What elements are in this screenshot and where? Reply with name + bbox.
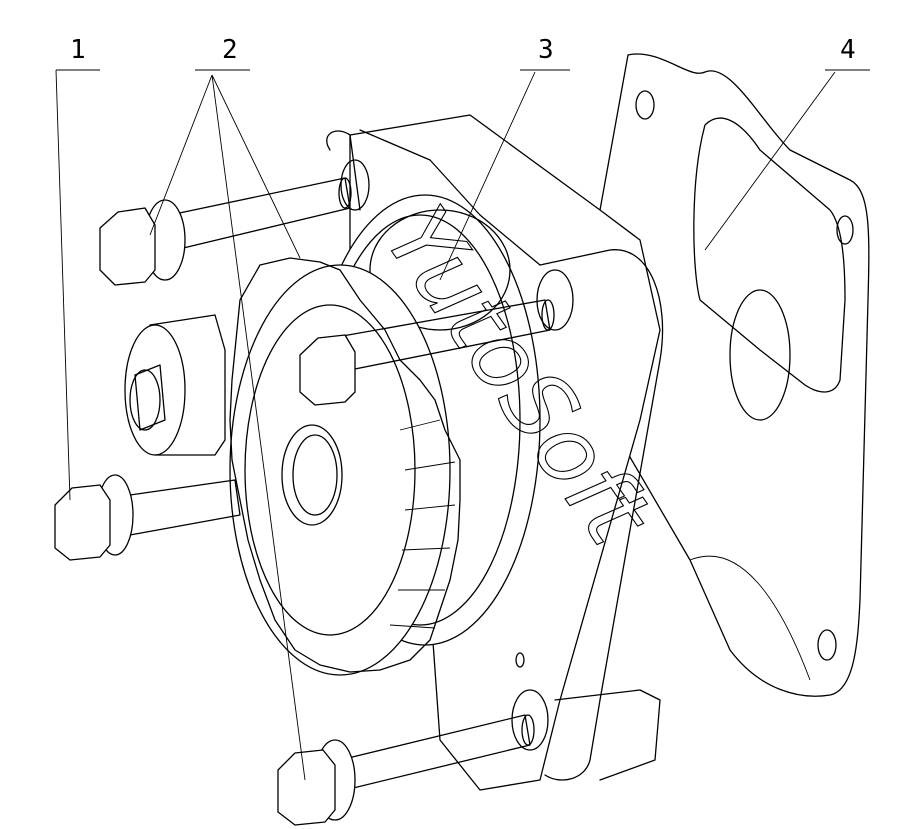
drive-gear [229, 257, 461, 676]
leader-lines [55, 69, 870, 781]
shaft-nut [124, 314, 226, 456]
callout-2: 2 [222, 35, 238, 65]
callout-3: 3 [538, 35, 554, 65]
bolt-lower-left [54, 474, 241, 561]
bolt-middle-right [299, 299, 555, 406]
gasket [599, 53, 870, 697]
callout-1: 1 [70, 35, 86, 65]
callout-4: 4 [840, 35, 856, 65]
bolt-bottom [277, 714, 535, 826]
bolt-upper-left [99, 177, 352, 286]
